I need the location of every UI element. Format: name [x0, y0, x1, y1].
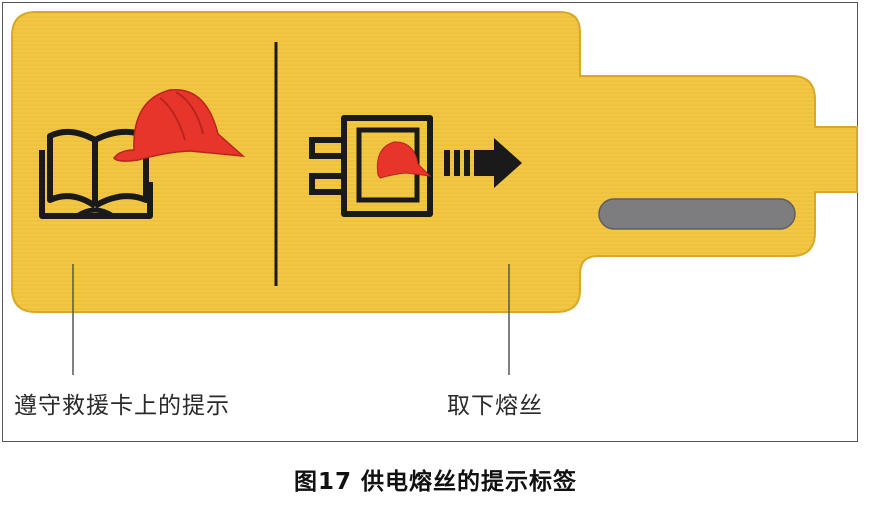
fuse-icon: [309, 115, 433, 217]
pull-out-arrow-icon: [444, 138, 522, 188]
tag-slot: [598, 198, 796, 230]
firefighter-helmet-icon: [113, 89, 246, 162]
callout-label-remove-fuse: 取下熔丝: [447, 393, 543, 419]
figure-frame: [2, 2, 858, 442]
figure-caption: 图17 供电熔丝的提示标签: [293, 469, 577, 495]
rescue-card-book-icon: [39, 128, 153, 219]
callout-label-follow-rescue-card: 遵守救援卡上的提示: [14, 393, 230, 419]
tag-body: [11, 11, 858, 313]
